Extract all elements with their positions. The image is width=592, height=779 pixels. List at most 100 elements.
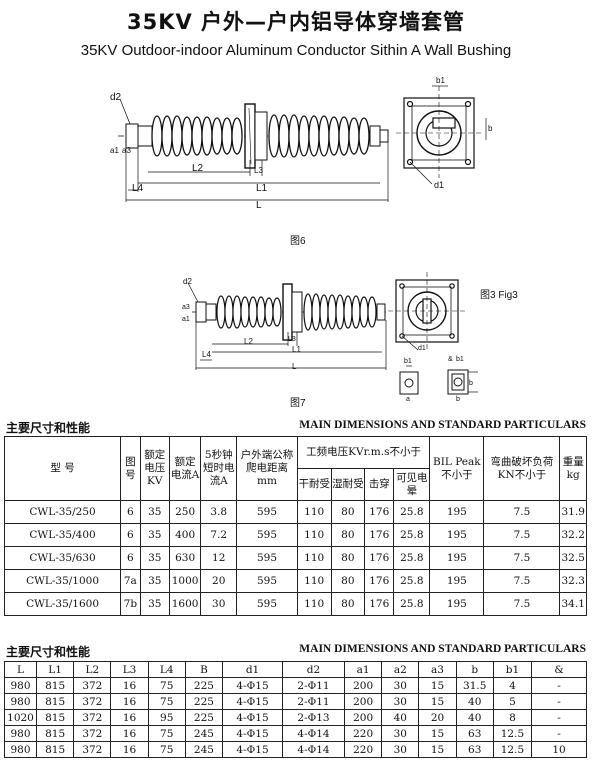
table2-heading-cn: 主要尺寸和性能 bbox=[6, 645, 91, 659]
fig6-label-a3: a3 bbox=[122, 146, 131, 155]
fig6-label-L1: L1 bbox=[256, 183, 268, 194]
fig7-label-bb: b bbox=[456, 396, 460, 403]
table-cell: 4 bbox=[492, 677, 533, 694]
table-cell: 15 bbox=[418, 677, 457, 694]
table-cell: 1600 bbox=[168, 592, 202, 616]
fig7-label-L4: L4 bbox=[202, 350, 211, 359]
table-cell: 6 bbox=[120, 546, 141, 570]
col-header-current: 额定电流A bbox=[168, 436, 202, 501]
table-cell: 8 bbox=[492, 709, 533, 726]
table-cell: 980 bbox=[3, 725, 38, 742]
table-cell: 4-Φ15 bbox=[222, 725, 283, 742]
table-cell: 595 bbox=[236, 546, 298, 570]
fig6-label-L: L bbox=[256, 200, 262, 211]
table-cell: 12.5 bbox=[492, 725, 533, 742]
table-cell: 16 bbox=[110, 677, 149, 694]
table-cell: 7a bbox=[120, 569, 141, 593]
table-cell: 1000 bbox=[168, 569, 202, 593]
table-cell: 595 bbox=[236, 569, 298, 593]
table-cell: 75 bbox=[147, 677, 186, 694]
table-cell: 980 bbox=[3, 693, 38, 710]
fig6-label-a1: a1 bbox=[110, 146, 119, 155]
table-cell: 176 bbox=[364, 546, 395, 570]
table-cell: 176 bbox=[364, 569, 395, 593]
table-cell: 15 bbox=[418, 693, 457, 710]
fig7-end-view bbox=[388, 272, 466, 351]
table-cell: 35 bbox=[139, 500, 170, 524]
table-cell: 32.3 bbox=[559, 569, 587, 593]
table-cell: 3.8 bbox=[200, 500, 238, 524]
table-cell: 225 bbox=[184, 709, 224, 726]
table-cell: 63 bbox=[455, 725, 494, 742]
fig6-bushing-drawing bbox=[118, 85, 487, 202]
col-header: d1 bbox=[222, 661, 283, 678]
col-header: L2 bbox=[73, 661, 112, 678]
table-cell: 225 bbox=[184, 693, 224, 710]
fig7-label-a1: a1 bbox=[182, 316, 190, 323]
col-header-wet: 湿耐受 bbox=[330, 468, 366, 501]
fig7-label-b: b bbox=[469, 380, 473, 387]
table-cell: 176 bbox=[364, 592, 395, 616]
col-header: b bbox=[455, 661, 494, 678]
table1-heading-en: MAIN DIMENSIONS AND STANDARD PARTICULARS bbox=[299, 419, 586, 431]
table-cell: 7.5 bbox=[483, 592, 561, 616]
table-cell: 815 bbox=[36, 693, 75, 710]
fig7-label-a3: a3 bbox=[182, 304, 190, 311]
table2-heading: 主要尺寸和性能 MAIN DIMENSIONS AND STANDARD PAR… bbox=[6, 643, 592, 659]
table-cell: 4-Φ15 bbox=[222, 677, 283, 694]
col-header: L3 bbox=[110, 661, 149, 678]
table2-heading-en: MAIN DIMENSIONS AND STANDARD PARTICULARS bbox=[299, 643, 586, 655]
table-cell: 7.5 bbox=[483, 546, 561, 570]
table-cell: 16 bbox=[110, 709, 149, 726]
fig7-right-sheds bbox=[303, 293, 377, 331]
table-cell: 195 bbox=[429, 569, 485, 593]
col-header: L4 bbox=[147, 661, 186, 678]
table-cell: 15 bbox=[418, 741, 457, 758]
table-cell: 110 bbox=[296, 500, 332, 524]
table-cell: 110 bbox=[296, 592, 332, 616]
table-cell: 110 bbox=[296, 569, 332, 593]
table-cell: 10 bbox=[531, 741, 587, 758]
fig7-label-L3: L3 bbox=[288, 336, 296, 343]
table-cell: 2-Φ13 bbox=[281, 709, 346, 726]
table-cell: 80 bbox=[330, 546, 366, 570]
fig6-label-b1: b1 bbox=[436, 76, 445, 85]
table-cell: 195 bbox=[429, 592, 485, 616]
technical-drawings bbox=[118, 85, 487, 395]
table-cell: - bbox=[531, 709, 587, 726]
table-cell: 40 bbox=[381, 709, 420, 726]
col-header-bil: BIL Peak 不小于 bbox=[429, 436, 485, 501]
particulars-table: 型 号 图号 额定电压KV 额定电流A 5秒钟短时电流A 户外端公称爬电距离mm… bbox=[3, 436, 587, 616]
fig6-left-sheds bbox=[151, 115, 243, 157]
table-cell: 200 bbox=[344, 693, 383, 710]
fig7-label-L: L bbox=[292, 362, 297, 371]
table-cell: 815 bbox=[36, 741, 75, 758]
fig7-caption: 图7 bbox=[290, 398, 306, 409]
table-cell: 195 bbox=[429, 546, 485, 570]
table-cell: 225 bbox=[184, 677, 224, 694]
table-cell: 75 bbox=[147, 693, 186, 710]
table-cell: 4-Φ14 bbox=[281, 741, 346, 758]
table-cell: 32.2 bbox=[559, 523, 587, 547]
table-cell: CWL-35/400 bbox=[3, 523, 122, 547]
table-cell: 6 bbox=[120, 500, 141, 524]
table-cell: 400 bbox=[168, 523, 202, 547]
fig6-label-b: b bbox=[488, 124, 493, 133]
table-cell: 630 bbox=[168, 546, 202, 570]
table-cell: 30 bbox=[381, 693, 420, 710]
table-cell: 2-Φ11 bbox=[281, 693, 346, 710]
table-cell: 34.1 bbox=[559, 592, 587, 616]
table-cell: 980 bbox=[3, 677, 38, 694]
table-cell: 220 bbox=[344, 741, 383, 758]
table-cell: 195 bbox=[429, 523, 485, 547]
table-cell: 4-Φ15 bbox=[222, 709, 283, 726]
fig6-right-sheds bbox=[268, 114, 370, 158]
table-cell: 7.5 bbox=[483, 523, 561, 547]
fig7-label-a: a bbox=[406, 396, 410, 403]
table-cell: 6 bbox=[120, 523, 141, 547]
